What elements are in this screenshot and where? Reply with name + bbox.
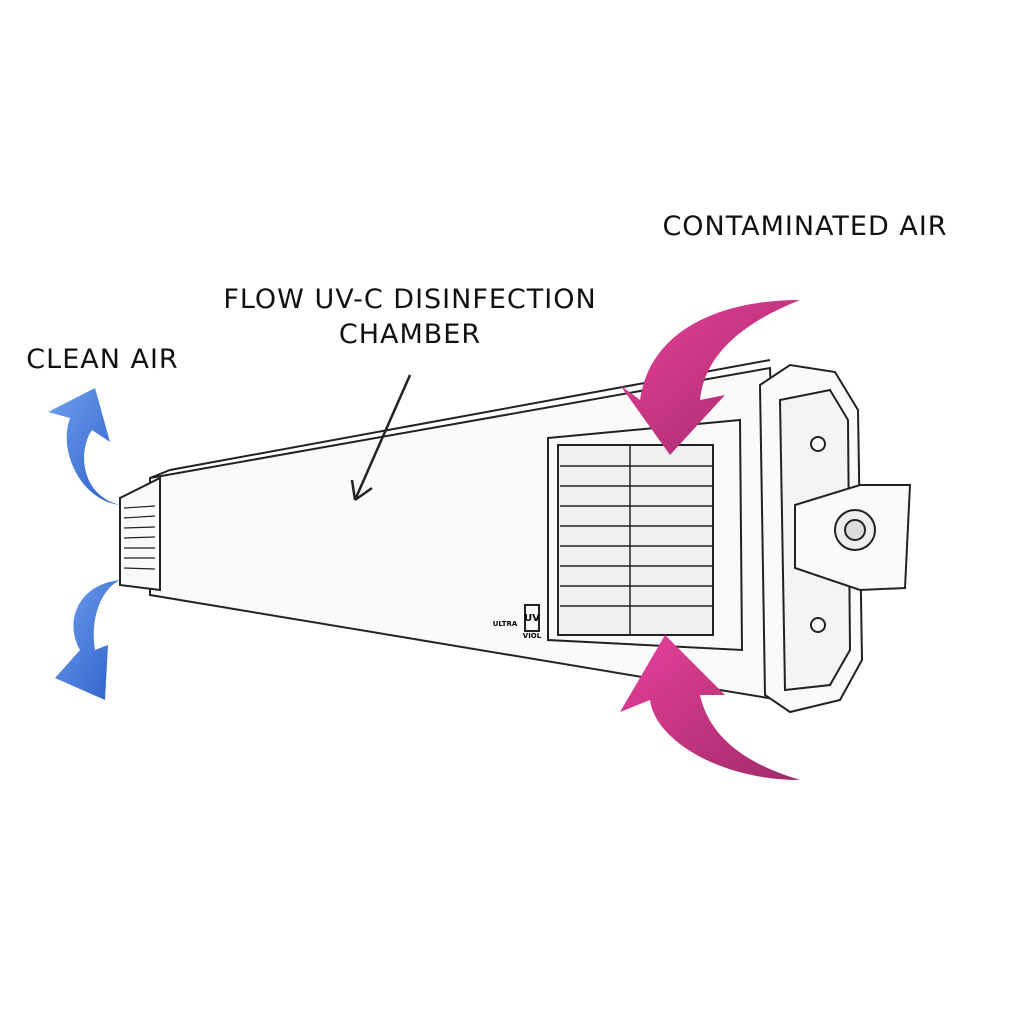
label-contaminated-air: CONTAMINATED AIR xyxy=(662,211,948,242)
svg-text:VIOL: VIOL xyxy=(523,632,542,640)
svg-text:ULTRA: ULTRA xyxy=(493,620,518,628)
device-body xyxy=(119,359,912,714)
contaminated-arrow-top-icon xyxy=(620,300,800,455)
chamber-pointer-arrow xyxy=(350,374,412,502)
intake-grille xyxy=(557,444,714,636)
contaminated-arrow-bottom-icon xyxy=(620,635,800,780)
clean-arrow-top-icon xyxy=(48,388,120,505)
svg-text:UV: UV xyxy=(524,613,540,624)
clean-arrow-bottom-icon xyxy=(55,580,120,700)
brand-logo: UV ULTRA VIOL xyxy=(493,604,542,640)
outlet-vents xyxy=(123,505,156,570)
label-chamber-line1: FLOW UV-C DISINFECTION xyxy=(223,284,597,315)
label-clean-air: CLEAN AIR xyxy=(26,344,179,375)
label-chamber-line2: CHAMBER xyxy=(338,319,482,350)
